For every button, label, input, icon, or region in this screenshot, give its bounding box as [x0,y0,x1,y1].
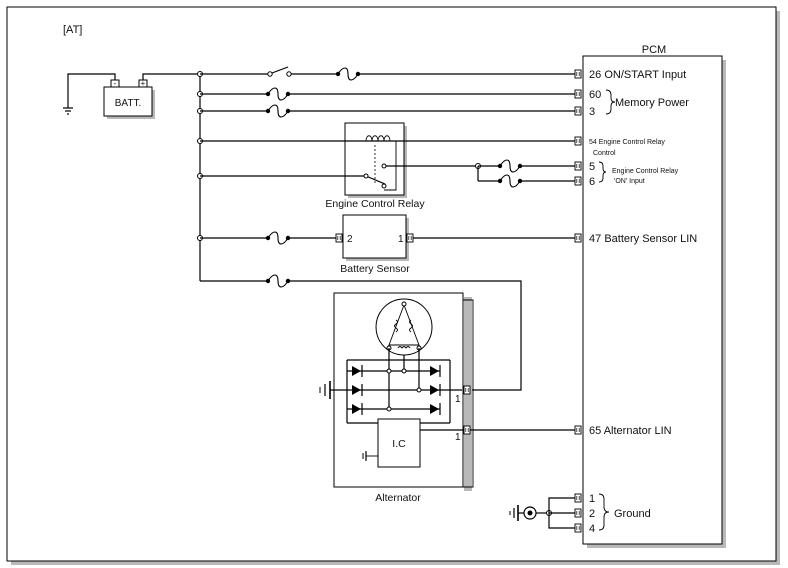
alternator-label: Alternator [375,492,421,504]
pcm-pin-5: 5 [589,161,595,173]
relay-control-label-2: Control [593,150,616,157]
pcm-pin-6: 6 [589,176,595,188]
battery-sensor-label: Battery Sensor [340,263,410,275]
pcm-box [582,55,723,545]
battery-minus-sign: - [114,79,117,88]
pcm-title: PCM [642,44,666,56]
ground-brace [598,493,610,531]
ic-box [377,418,421,468]
relay-on-label-2: 'ON' Input [614,178,645,185]
battery-positive-wire [142,73,200,80]
battery-ground-wire [67,73,116,108]
relay-label: Engine Control Relay [325,198,425,210]
battery-sensor-pin2-label: 2 [347,234,353,245]
alternator-lin-terminal [463,425,471,435]
pcm-pin-65: 65 Alternator LIN [589,425,672,437]
pcm-pin-54: 54 Engine Control Relay [589,139,665,146]
variant-tag: [AT] [63,24,82,36]
relay-contact-icon [363,163,387,189]
memory-power-brace [605,89,616,115]
alternator-b-terminal [463,385,471,395]
relay-on-brace [598,161,607,183]
memory-power-label: Memory Power [615,97,689,109]
ic-ground-icon [362,451,378,461]
pcm-pin-47: 47 Battery Sensor LIN [589,233,697,245]
battery-sensor-box [342,214,407,259]
pcm-pin-2: 2 [589,508,595,520]
ground-label: Ground [614,508,651,520]
pcm-pin-3: 3 [589,106,595,118]
battery-plus-sign: + [141,79,146,88]
alternator-b-pin-label: 1 [455,394,461,405]
battery-sensor-pin2 [335,233,343,243]
alternator-lin-pin-label: 1 [455,432,461,443]
battery-box [103,86,153,117]
relay-on-label-1: Engine Control Relay [612,168,679,175]
pcm-pin-26: 26 ON/START Input [589,69,686,81]
battery-sensor-pin1-label: 1 [398,234,404,245]
battery-label: BATT. [115,98,141,109]
battery-sensor-pin1 [406,233,414,243]
pcm-pin-4: 4 [589,523,595,535]
alternator-ground-icon [319,381,347,399]
chassis-ground-icon [63,107,73,115]
pcm-pin-1: 1 [589,493,595,505]
ic-label: I.C [392,438,406,450]
pcm-pin-60: 60 [589,89,601,101]
ignition-switch-icon [267,66,292,77]
rectifier-bridge-icon [346,348,462,424]
stator-winding-icon [375,298,433,356]
relay-box [344,122,405,196]
